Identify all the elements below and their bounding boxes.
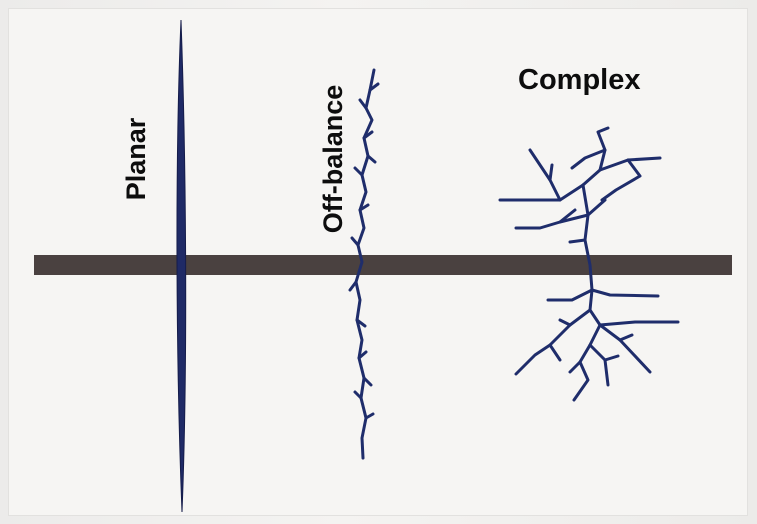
off-balance-root	[348, 68, 380, 460]
planar-root-shape	[176, 19, 187, 513]
planar-label: Planar	[121, 117, 151, 201]
ground-bar	[34, 255, 732, 275]
off-balance-label: Off-balance	[318, 84, 348, 234]
complex-label: Complex	[518, 64, 641, 96]
complex-root	[498, 126, 680, 402]
